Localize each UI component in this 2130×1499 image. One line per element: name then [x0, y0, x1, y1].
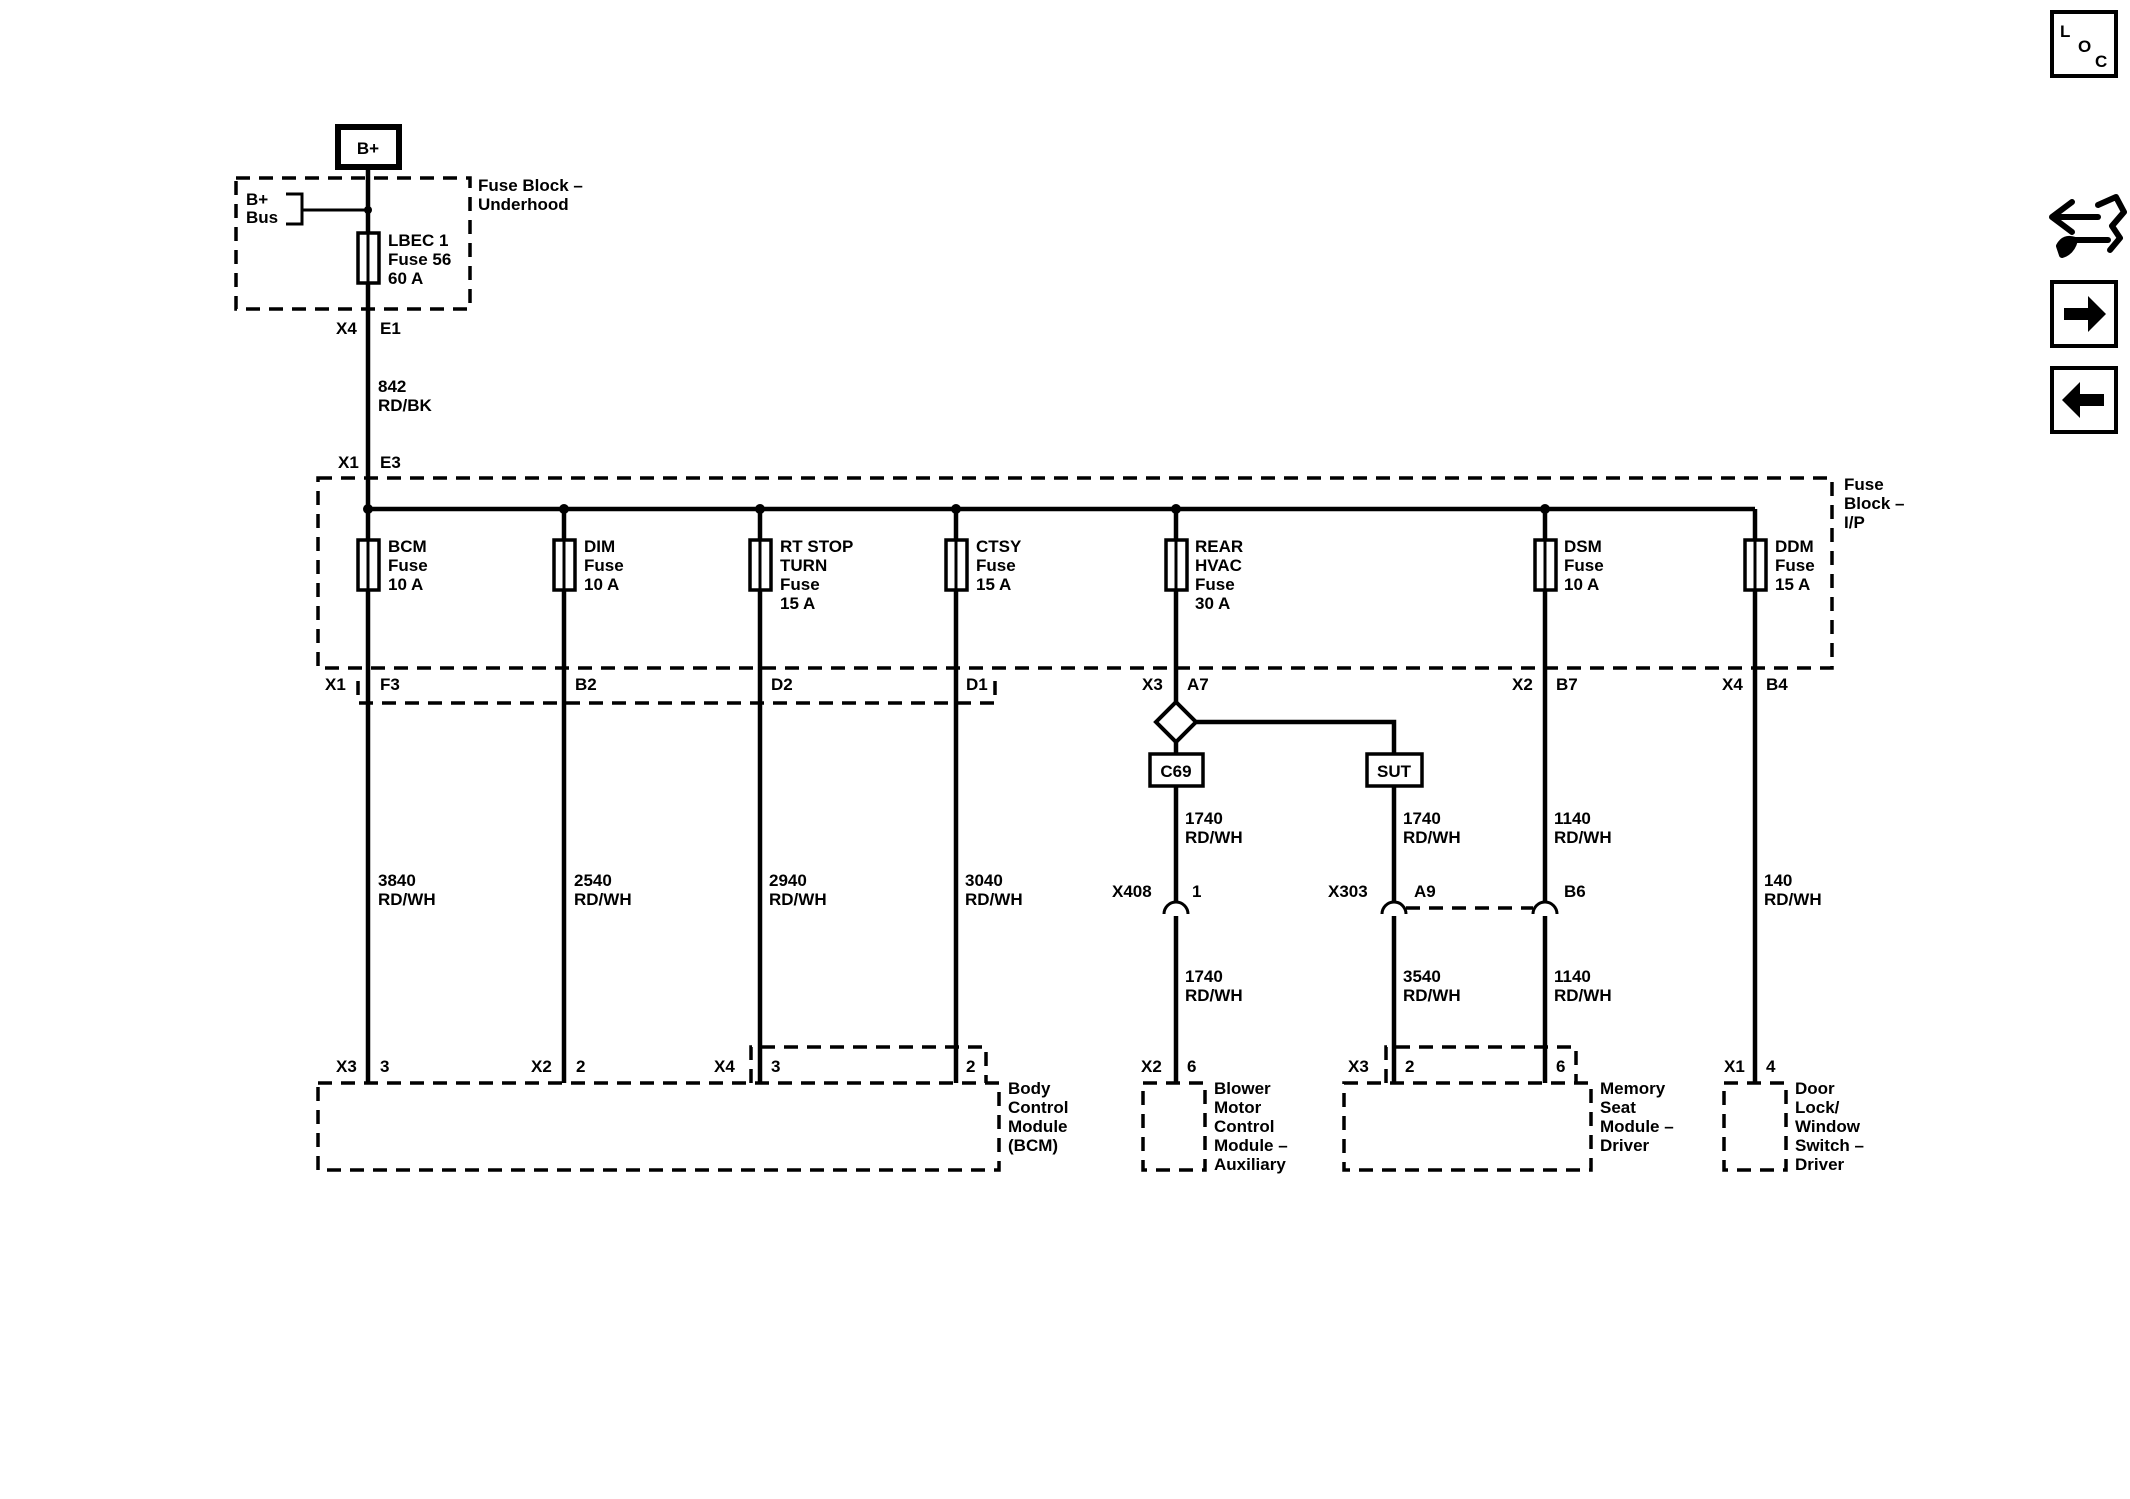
blower-module-outline: [1141, 1081, 1207, 1172]
seat-x3-connector: X3: [1348, 1057, 1369, 1076]
splice-diamond: [1153, 699, 1199, 745]
svg-text:C: C: [2095, 52, 2107, 71]
bus-bar-label: B+ Bus: [246, 190, 278, 227]
fuse-feed-wires: [365, 509, 1758, 540]
ip-out-x1: X1: [325, 675, 346, 694]
x303-b6: B6: [1564, 882, 1586, 901]
main-fuse-out-connector: X4: [336, 319, 357, 338]
ip-out-a7: A7: [1187, 675, 1209, 694]
door-module-outline: [1722, 1081, 1788, 1172]
bcm-x3-pin: 3: [380, 1057, 389, 1076]
main-fuse-label: LBEC 1 Fuse 56 60 A: [388, 231, 456, 288]
ip-in-pin: E3: [380, 453, 401, 472]
ip-out-d1: D1: [966, 675, 988, 694]
ip-fuse-block-label: Fuse Block – I/P: [1844, 475, 1909, 532]
next-arrow-icon[interactable]: [2050, 280, 2118, 348]
svg-text:L: L: [2060, 22, 2070, 41]
x303-a9: A9: [1414, 882, 1436, 901]
splice-branch-wire: [1196, 719, 1397, 754]
option-tag-c69-label: C69: [1160, 762, 1191, 781]
bcm-x2-pin: 2: [576, 1057, 585, 1076]
option-tag-sut-label: SUT: [1377, 762, 1412, 781]
back-arrow-icon[interactable]: [2050, 366, 2118, 434]
seat-pin-2: 2: [1405, 1057, 1414, 1076]
door-x1-connector: X1: [1724, 1057, 1745, 1076]
blower-x2-connector: X2: [1141, 1057, 1162, 1076]
ip-out-f3: F3: [380, 675, 400, 694]
loc-icon[interactable]: L O C: [2050, 10, 2118, 78]
ip-out-d2: D2: [771, 675, 793, 694]
bcm-x4-pin-2: 2: [966, 1057, 975, 1076]
door-pin: 4: [1766, 1057, 1776, 1076]
inline-connector-x408: [1162, 900, 1190, 1083]
connector-tool-icon[interactable]: [2049, 194, 2127, 258]
ip-out-x3: X3: [1142, 675, 1163, 694]
ip-out-x4: X4: [1722, 675, 1743, 694]
bus-bracket: [286, 192, 304, 226]
inline-connector-x303: [1380, 900, 1559, 1083]
bcm-x4-connector: X4: [714, 1057, 735, 1076]
seat-pin-6: 6: [1556, 1057, 1565, 1076]
bcm-module-outline: [316, 1081, 1001, 1172]
ip-out-x2: X2: [1512, 675, 1533, 694]
seat-x3-connector-outline: [1384, 1045, 1578, 1083]
underhood-fuse-block-label: Fuse Block – Underhood: [478, 176, 588, 214]
ip-out-b4: B4: [1766, 675, 1788, 694]
x408-pin: 1: [1192, 882, 1201, 901]
seat-module-outline: [1342, 1081, 1593, 1172]
ip-fuse-block-outline: [316, 476, 1834, 670]
underhood-fuse-block-outline: [234, 176, 472, 311]
svg-text:O: O: [2078, 37, 2091, 56]
ip-out-b7: B7: [1556, 675, 1578, 694]
x303-label: X303: [1328, 882, 1368, 901]
bcm-x2-connector: X2: [531, 1057, 552, 1076]
x408-label: X408: [1112, 882, 1152, 901]
bcm-x3-connector: X3: [336, 1057, 357, 1076]
ip-x1-connector-outline: [356, 681, 997, 705]
option-tag-c69: [1148, 752, 1205, 788]
bcm-x4-pin-3: 3: [771, 1057, 780, 1076]
battery-source-label: B+: [357, 139, 379, 158]
ip-out-b2: B2: [575, 675, 597, 694]
branch-wires: [365, 590, 1758, 1083]
main-fuse-out-pin: E1: [380, 319, 401, 338]
blower-pin: 6: [1187, 1057, 1196, 1076]
bcm-x4-connector-outline: [749, 1045, 988, 1083]
ip-in-connector: X1: [338, 453, 359, 472]
feed-wire-label: 842 RD/BK: [378, 377, 433, 415]
